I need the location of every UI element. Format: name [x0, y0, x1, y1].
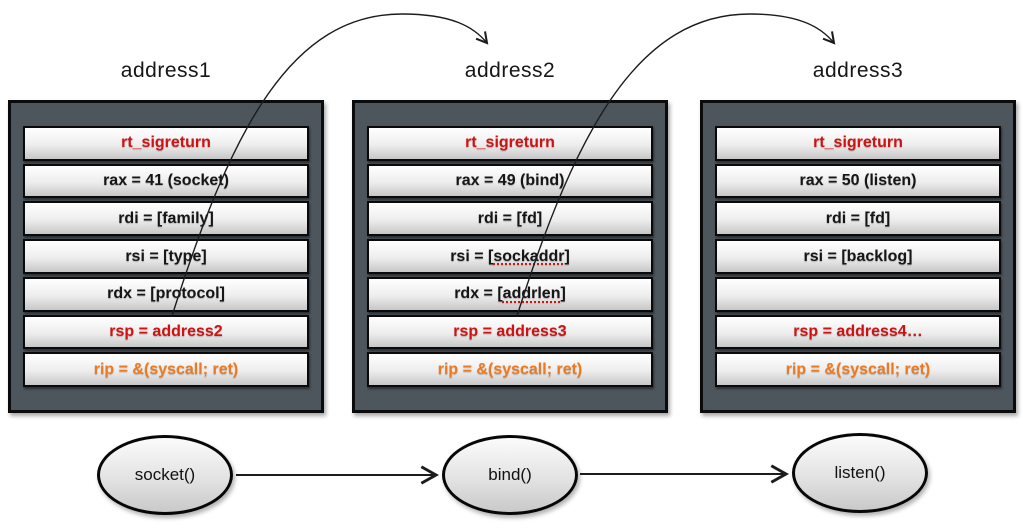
stack-cell-rt-sigreturn: rt_sigreturn	[367, 126, 653, 161]
cell-text: rax = 50 (listen)	[799, 172, 917, 190]
cell-text: rsi = [type]	[125, 247, 207, 265]
sigframe-address2: rt_sigreturn rax = 49 (bind) rdi = [fd] …	[352, 100, 668, 413]
cell-text: rsi = [backlog]	[803, 247, 913, 265]
stack-cell-rip: rip = &(syscall; ret)	[23, 352, 309, 388]
stack-cell-rt-sigreturn: rt_sigreturn	[715, 126, 1001, 161]
cell-text: rt_sigreturn	[465, 134, 555, 152]
stack-cell-rip: rip = &(syscall; ret)	[715, 352, 1001, 388]
spellcheck-underline: sockaddr	[493, 247, 565, 265]
node-label: bind()	[488, 465, 532, 484]
node-bind: bind()	[442, 435, 578, 515]
frame-title-address3: address3	[812, 59, 904, 82]
stack-cell-rsp: rsp = address2	[23, 314, 309, 350]
stack-cell-rsi: rsi = [type]	[23, 239, 309, 274]
stack-cell-rdi: rdi = [family]	[23, 201, 309, 237]
stack-cell-rdi: rdi = [fd]	[715, 201, 1001, 237]
stack-cell-rsi: rsi = [sockaddr]	[367, 239, 653, 274]
stack-cell-rip: rip = &(syscall; ret)	[367, 352, 653, 388]
stack-cell-rax: rax = 41 (socket)	[23, 163, 309, 199]
cell-text: rip = &(syscall; ret)	[93, 360, 239, 378]
stack-cell-rsp: rsp = address4…	[715, 314, 1001, 350]
cell-text: rdi = [family]	[118, 209, 214, 227]
cell-text: rsi = [sockaddr]	[450, 247, 570, 265]
cell-text: rax = 41 (socket)	[103, 172, 229, 190]
node-label: listen()	[834, 463, 886, 482]
cell-text: rsp = address2	[109, 322, 223, 340]
sigframe-address2-cells: rt_sigreturn rax = 49 (bind) rdi = [fd] …	[367, 126, 653, 388]
node-label: socket()	[134, 465, 196, 484]
cell-text: rax = 49 (bind)	[455, 172, 565, 190]
stack-cell-rt-sigreturn: rt_sigreturn	[23, 126, 309, 161]
stack-cell-rdx: rdx = [protocol]	[23, 276, 309, 312]
cell-text: rsp = address4…	[793, 322, 923, 340]
stack-cell-rdi: rdi = [fd]	[367, 201, 653, 237]
cell-text: rt_sigreturn	[121, 134, 211, 152]
stack-cell-rdx: rdx = [addrlen]	[367, 276, 653, 312]
spellcheck-underline: addrlen	[502, 285, 561, 303]
cell-text: rdi = [fd]	[477, 209, 543, 227]
cell-text: rdx = [protocol]	[107, 285, 225, 303]
frame-title-address1: address1	[120, 59, 212, 82]
sigframe-address3: rt_sigreturn rax = 50 (listen) rdi = [fd…	[700, 100, 1016, 413]
stack-cell-rsi: rsi = [backlog]	[715, 239, 1001, 274]
cell-text: rdi = [fd]	[825, 209, 891, 227]
stack-cell-rax: rax = 49 (bind)	[367, 163, 653, 199]
frame-title-address2: address2	[464, 59, 556, 82]
cell-text: rip = &(syscall; ret)	[437, 360, 583, 378]
sigframe-address1: rt_sigreturn rax = 41 (socket) rdi = [fa…	[8, 100, 324, 413]
stack-cell-empty	[715, 276, 1001, 312]
sigframe-address3-cells: rt_sigreturn rax = 50 (listen) rdi = [fd…	[715, 126, 1001, 388]
stack-cell-rax: rax = 50 (listen)	[715, 163, 1001, 199]
cell-text: rsp = address3	[453, 322, 567, 340]
cell-text: rip = &(syscall; ret)	[785, 360, 931, 378]
cell-text: rdx = [addrlen]	[454, 285, 566, 303]
sigframe-address1-cells: rt_sigreturn rax = 41 (socket) rdi = [fa…	[23, 126, 309, 388]
node-socket: socket()	[97, 435, 233, 515]
node-listen: listen()	[792, 433, 928, 513]
stack-cell-rsp: rsp = address3	[367, 314, 653, 350]
cell-text: rt_sigreturn	[813, 134, 903, 152]
